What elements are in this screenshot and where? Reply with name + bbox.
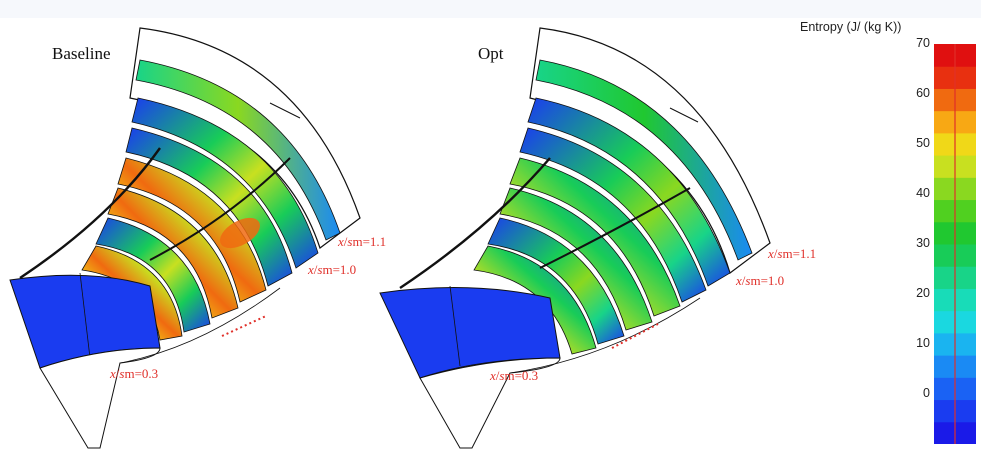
colorbar-tick-label: 40	[916, 186, 930, 200]
slice-1	[527, 97, 731, 287]
direction-dots	[611, 323, 659, 349]
baseline-panel: Baseline x/sm=1.1 x/sm=1.0 x/sm=0.3	[0, 18, 400, 449]
slice-3	[509, 157, 681, 317]
baseline-cascade-diagram	[9, 27, 361, 449]
colorbar-tick-label: 50	[916, 136, 930, 150]
direction-dots	[221, 315, 267, 337]
hub-line	[119, 287, 281, 364]
colorbar-tick-label: 60	[916, 86, 930, 100]
slice-1	[131, 97, 319, 269]
hub-line	[509, 297, 701, 374]
shock-trace-2	[539, 187, 691, 269]
station-label-outlet: x/sm=1.1	[768, 246, 817, 261]
slice-5	[95, 217, 211, 333]
opt-panel: Opt x/sm=1.1 x/sm=1.0 x/sm=0.3	[360, 18, 816, 449]
colorbar-tick-label: 0	[923, 386, 930, 400]
panel-title: Baseline	[52, 44, 111, 63]
colorbar-title: Entropy (J/ (kg K))	[800, 20, 902, 34]
shock-trace-1	[19, 147, 161, 279]
panel-title: Opt	[478, 44, 504, 63]
hub-taper	[39, 347, 161, 449]
inlet-slice	[379, 287, 561, 379]
slice-5	[487, 217, 625, 345]
colorbar-tick-label: 10	[916, 336, 930, 350]
colorbar-tick-label: 20	[916, 286, 930, 300]
slice-2	[519, 127, 707, 303]
colorbar-tick-label: 30	[916, 236, 930, 250]
slice-3	[117, 157, 267, 303]
station-label-mid: x/sm=1.0	[308, 262, 357, 277]
slice-2	[125, 127, 293, 287]
top-strip	[0, 0, 981, 18]
opt-cascade-diagram	[379, 27, 771, 449]
duct-divider	[669, 107, 699, 123]
outlet-slice	[135, 59, 341, 241]
station-label-mid: x/sm=1.0	[736, 273, 785, 288]
shock-trace-2	[149, 157, 291, 261]
slice-6	[473, 245, 597, 355]
hot-spot	[220, 217, 260, 249]
colorbar-tick-label: 70	[916, 36, 930, 50]
station-label-inlet: x/sm=0.3	[110, 366, 159, 381]
inlet-divider	[79, 272, 91, 359]
slice-4	[107, 187, 239, 319]
slice-4	[499, 187, 653, 331]
shock-trace-1	[399, 157, 551, 289]
station-label-outlet: x/sm=1.1	[338, 234, 387, 249]
duct-divider	[269, 102, 301, 119]
outlet-slice	[535, 59, 753, 261]
colorbar-scale	[934, 44, 976, 444]
inlet-divider	[449, 285, 461, 367]
station-label-inlet: x/sm=0.3	[490, 368, 539, 383]
